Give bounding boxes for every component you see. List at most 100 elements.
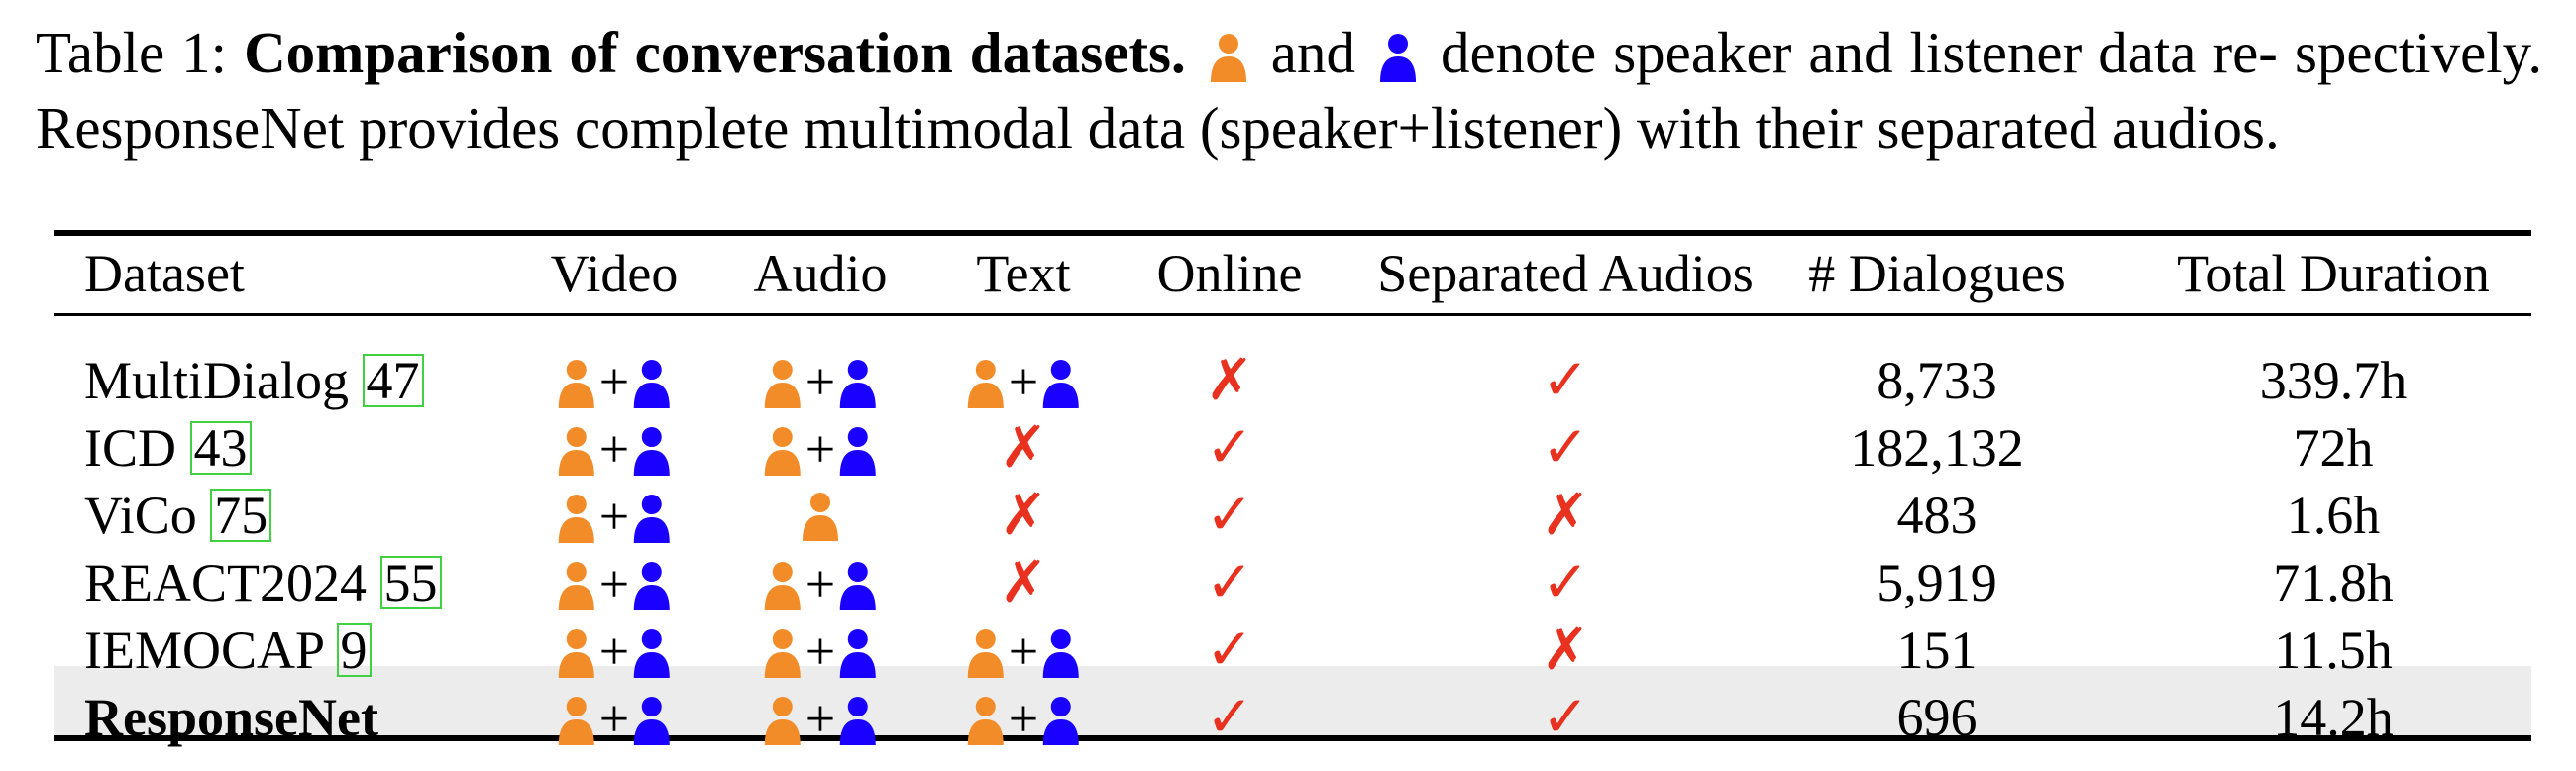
cross-mark-icon: ✗ [999, 483, 1048, 547]
speaker-person-icon [558, 562, 594, 610]
dialogues-cell: 8,733 [1877, 351, 1997, 410]
plus-sign: + [805, 554, 836, 613]
listener-person-icon [1043, 697, 1080, 745]
dataset-name: MultiDialog 47 [84, 347, 424, 414]
dialogues-cell: 182,132 [1850, 418, 2024, 478]
modality-icons: + [557, 490, 672, 543]
citation-link[interactable]: 55 [379, 556, 442, 609]
highlight-row-bg [54, 666, 2531, 735]
citation-link[interactable]: 43 [189, 421, 252, 475]
plus-sign: + [805, 352, 836, 411]
cross-mark-icon: ✗ [1541, 617, 1590, 682]
video-cell: + [557, 692, 672, 761]
video-cell: + [557, 422, 672, 492]
modality-icons: + [763, 557, 878, 610]
table-caption: Table 1: Comparison of conversation data… [36, 20, 2542, 161]
header-text: Text [976, 244, 1071, 303]
plus-sign: + [1008, 689, 1039, 748]
listener-person-icon [1043, 360, 1080, 408]
check-mark-icon: ✓ [1205, 617, 1254, 682]
modality-icons: + [763, 624, 878, 678]
listener-person-icon [634, 562, 671, 610]
caption-and: and [1270, 20, 1355, 85]
listener-person-icon [1043, 629, 1080, 678]
modality-icons: + [557, 557, 672, 610]
audio-cell: + [763, 624, 878, 694]
modality-icons: + [557, 692, 672, 745]
cross-mark-icon: ✗ [999, 550, 1048, 614]
modality-icons: + [966, 355, 1081, 408]
speaker-person-icon [967, 697, 1004, 745]
check-mark-icon: ✓ [1541, 348, 1590, 412]
duration-cell: 71.8h [2273, 553, 2394, 612]
header-dialogues: # Dialogues [1808, 244, 2066, 303]
dataset-name-text: MultiDialog [84, 351, 349, 410]
check-mark-icon: ✓ [1541, 685, 1590, 749]
header-separated-audios: Separated Audios [1377, 244, 1754, 303]
modality-icons: + [966, 624, 1081, 678]
dialogues-cell: 151 [1896, 620, 1978, 680]
video-cell: + [557, 355, 672, 424]
dialogues-cell: 696 [1896, 688, 1978, 747]
cross-mark-icon: ✗ [1205, 348, 1254, 412]
plus-sign: + [598, 621, 630, 681]
speaker-person-icon [558, 495, 594, 543]
citation-link[interactable]: 9 [336, 623, 372, 677]
check-mark-icon: ✓ [1205, 415, 1254, 480]
caption-bold: Comparison of conversation datasets. [244, 20, 1186, 85]
caption-rest: spectively. ResponseNet provides complet… [36, 20, 2543, 161]
speaker-person-icon [764, 562, 801, 610]
citation-link[interactable]: 47 [362, 354, 424, 407]
listener-person-icon [634, 427, 671, 476]
listener-person-icon [840, 360, 877, 408]
duration-cell: 11.5h [2274, 620, 2393, 680]
plus-sign: + [598, 487, 630, 546]
speaker-person-icon [558, 360, 594, 408]
duration-cell: 72h [2293, 418, 2374, 478]
dataset-name: REACT2024 55 [84, 549, 442, 616]
listener-person-icon [634, 697, 671, 745]
modality-icons: + [763, 355, 878, 408]
listener-person-icon [634, 629, 671, 678]
plus-sign: + [598, 554, 630, 613]
plus-sign: + [598, 419, 630, 479]
speaker-person-icon [764, 629, 801, 678]
speaker-person-icon [803, 493, 838, 541]
header-online: Online [1156, 244, 1303, 303]
video-cell: + [557, 490, 672, 559]
audio-cell: + [763, 557, 878, 626]
header-total-duration: Total Duration [2177, 244, 2490, 303]
plus-sign: + [805, 419, 836, 479]
dataset-name-text: ICD [84, 418, 176, 478]
speaker-person-icon [558, 427, 594, 476]
video-cell: + [557, 557, 672, 626]
dataset-name-text: ViCo [84, 486, 197, 545]
check-mark-icon: ✓ [1541, 550, 1590, 614]
table-header-rule [54, 313, 2531, 316]
duration-cell: 14.2h [2273, 688, 2394, 747]
check-mark-icon: ✓ [1205, 685, 1254, 749]
check-mark-icon: ✓ [1205, 550, 1254, 614]
text-cell: + [966, 692, 1081, 761]
audio-cell: + [763, 422, 878, 492]
plus-sign: + [1008, 621, 1039, 681]
dataset-name-text: ResponseNet [84, 688, 378, 747]
dataset-name: ResponseNet [84, 684, 378, 751]
listener-person-icon [840, 562, 877, 610]
dataset-name: IEMOCAP 9 [84, 616, 372, 684]
dialogues-cell: 483 [1896, 486, 1978, 545]
speaker-person-icon [558, 697, 594, 745]
modality-icons: + [763, 422, 878, 476]
header-dataset: Dataset [84, 244, 245, 303]
citation-link[interactable]: 75 [210, 489, 272, 542]
cross-mark-icon: ✗ [999, 415, 1048, 480]
modality-icons [801, 492, 840, 541]
caption-line1-rest: denote speaker and listener data re- [1440, 20, 2278, 85]
dataset-name-text: IEMOCAP [84, 620, 324, 680]
speaker-person-icon [967, 629, 1004, 678]
header-video: Video [550, 244, 679, 303]
check-mark-icon: ✓ [1541, 415, 1590, 480]
listener-person-icon [1379, 30, 1416, 95]
listener-person-icon [840, 427, 877, 476]
audio-cell: + [763, 692, 878, 761]
